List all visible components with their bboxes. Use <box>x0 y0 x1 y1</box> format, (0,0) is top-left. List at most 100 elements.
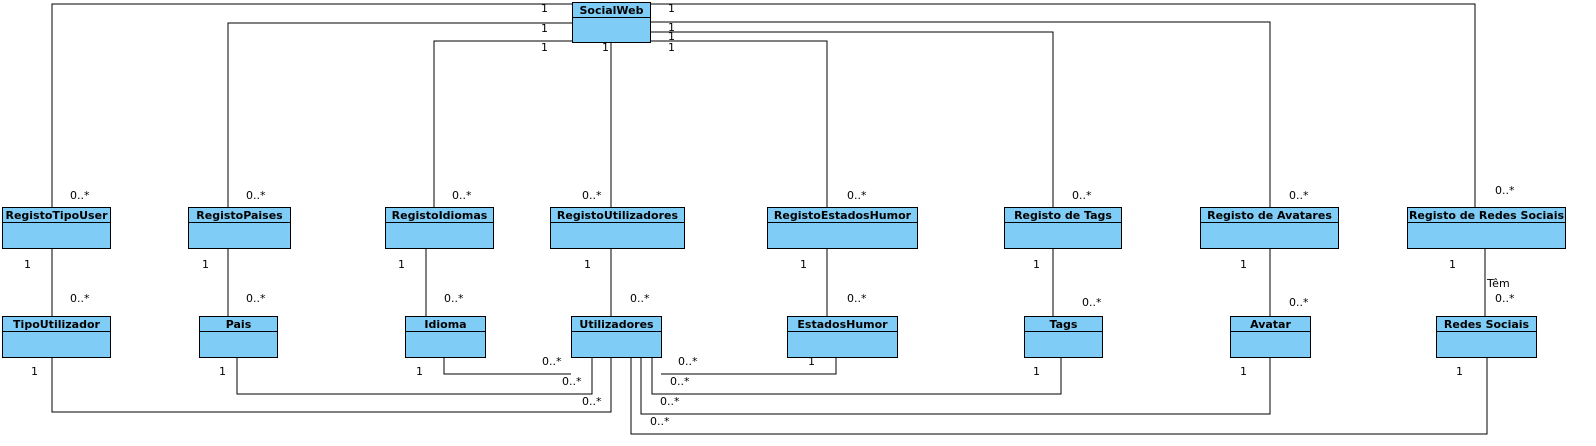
association-redes-sociais-utilizadores <box>630 357 1488 435</box>
multiplicity-target: 0..* <box>1072 189 1092 202</box>
class-registo-idiomas[interactable]: RegistoIdiomas <box>385 207 494 249</box>
multiplicity-target: 0..* <box>582 395 602 408</box>
class-registo-paises[interactable]: RegistoPaises <box>188 207 291 249</box>
class-pais[interactable]: Pais <box>199 316 278 358</box>
class-box <box>2 207 111 249</box>
class-tipo-utilizador[interactable]: TipoUtilizador <box>2 316 111 358</box>
association-tipo-utilizador-utilizadores <box>51 357 612 413</box>
class-name: Registo de Avatares <box>1207 209 1332 222</box>
association-socialweb-registo-tipo-user <box>51 3 572 207</box>
class-tags[interactable]: Tags <box>1024 316 1103 358</box>
class-name: SocialWeb <box>579 4 643 17</box>
association-socialweb-registo-paises <box>227 22 572 207</box>
multiplicity-source: 1 <box>668 30 675 43</box>
multiplicity-target: 0..* <box>70 292 90 305</box>
multiplicity-target: 0..* <box>1082 296 1102 309</box>
class-avatar[interactable]: Avatar <box>1230 316 1311 358</box>
class-name: Utilizadores <box>579 318 654 331</box>
class-idioma[interactable]: Idioma <box>405 316 486 358</box>
class-box <box>572 2 651 43</box>
class-box <box>571 316 662 358</box>
class-socialweb[interactable]: SocialWeb <box>572 2 651 43</box>
class-name: Avatar <box>1250 318 1291 331</box>
association-estados-humor-utilizadores <box>661 357 837 375</box>
multiplicity-target: 0..* <box>246 292 266 305</box>
class-box <box>1230 316 1311 358</box>
multiplicity-target: 0..* <box>70 189 90 202</box>
class-box <box>188 207 291 249</box>
association-pais-utilizadores <box>236 357 593 395</box>
multiplicity-source: 1 <box>24 258 31 271</box>
multiplicity-target: 0..* <box>670 375 690 388</box>
multiplicity-target: 0..* <box>660 395 680 408</box>
class-box <box>1004 207 1122 249</box>
class-registo-tags[interactable]: Registo de Tags <box>1004 207 1122 249</box>
multiplicity-target: 0..* <box>1495 292 1515 305</box>
class-redes-sociais[interactable]: Redes Sociais <box>1436 316 1537 358</box>
class-name: RegistoEstadosHumor <box>774 209 912 222</box>
multiplicity-target: 0..* <box>246 189 266 202</box>
class-estados-humor[interactable]: EstadosHumor <box>787 316 898 358</box>
association-socialweb-registo-idiomas <box>433 40 572 207</box>
multiplicity-target: 0..* <box>678 355 698 368</box>
multiplicity-target: 0..* <box>542 355 562 368</box>
multiplicity-source: 1 <box>1456 365 1463 378</box>
multiplicity-source: 1 <box>1033 365 1040 378</box>
class-box <box>1024 316 1103 358</box>
class-name: Registo de Redes Sociais <box>1409 209 1565 222</box>
class-name: Pais <box>226 318 252 331</box>
multiplicity-source: 1 <box>800 258 807 271</box>
association-socialweb-registo-redes-sociais <box>650 3 1476 207</box>
class-box <box>767 207 918 249</box>
multiplicity-source: 1 <box>541 22 548 35</box>
multiplicity-labels: 1 0..* 1 0..* 1 0..* 1 0..* 1 0..* 1 0..* 1 0..* 1 0..*… <box>24 2 1515 428</box>
association-idioma-utilizadores <box>443 357 571 375</box>
class-name: Redes Sociais <box>1444 318 1530 331</box>
class-box <box>199 316 278 358</box>
multiplicity-target: 0..* <box>1495 184 1515 197</box>
multiplicity-source: 1 <box>584 258 591 271</box>
class-registo-utilizadores[interactable]: RegistoUtilizadores <box>550 207 685 249</box>
class-registo-estados-humor[interactable]: RegistoEstadosHumor <box>767 207 918 249</box>
class-name: Tags <box>1050 318 1078 331</box>
multiplicity-source: 1 <box>1240 258 1247 271</box>
multiplicity-source: 1 <box>1449 258 1456 271</box>
multiplicity-target: 0..* <box>452 189 472 202</box>
multiplicity-target: 0..* <box>847 292 867 305</box>
class-name: EstadosHumor <box>797 318 888 331</box>
class-registo-redes-sociais[interactable]: Registo de Redes Sociais <box>1407 207 1566 249</box>
class-name: RegistoIdiomas <box>392 209 488 222</box>
class-box <box>385 207 494 249</box>
association-tags-utilizadores <box>651 357 1062 395</box>
multiplicity-target: 0..* <box>847 189 867 202</box>
class-registo-tipo-user[interactable]: RegistoTipoUser <box>2 207 111 249</box>
class-name: RegistoTipoUser <box>5 209 108 222</box>
class-utilizadores[interactable]: Utilizadores <box>571 316 662 358</box>
association-socialweb-registo-estados-humor <box>650 40 828 207</box>
multiplicity-source: 1 <box>602 41 609 54</box>
class-box <box>2 316 111 358</box>
multiplicity-source: 1 <box>416 365 423 378</box>
multiplicity-source: 1 <box>668 41 675 54</box>
class-box <box>550 207 685 249</box>
class-box <box>1200 207 1339 249</box>
multiplicity-source: 1 <box>1240 365 1247 378</box>
multiplicity-source: 1 <box>668 21 675 34</box>
association-socialweb-registo-tags <box>650 31 1054 207</box>
multiplicity-source: 1 <box>1033 258 1040 271</box>
class-box <box>1407 207 1566 249</box>
class-name: RegistoPaises <box>196 209 283 222</box>
multiplicity-source: 1 <box>668 2 675 15</box>
class-name: Registo de Tags <box>1014 209 1112 222</box>
multiplicity-target: 0..* <box>1289 189 1309 202</box>
multiplicity-target: 0..* <box>630 292 650 305</box>
association-socialweb-registo-avatares <box>650 21 1271 207</box>
class-box <box>1436 316 1537 358</box>
multiplicity-source: 1 <box>202 258 209 271</box>
class-registo-avatares[interactable]: Registo de Avatares <box>1200 207 1339 249</box>
class-box <box>405 316 486 358</box>
association-lines <box>51 3 1488 435</box>
class-name: RegistoUtilizadores <box>557 209 679 222</box>
